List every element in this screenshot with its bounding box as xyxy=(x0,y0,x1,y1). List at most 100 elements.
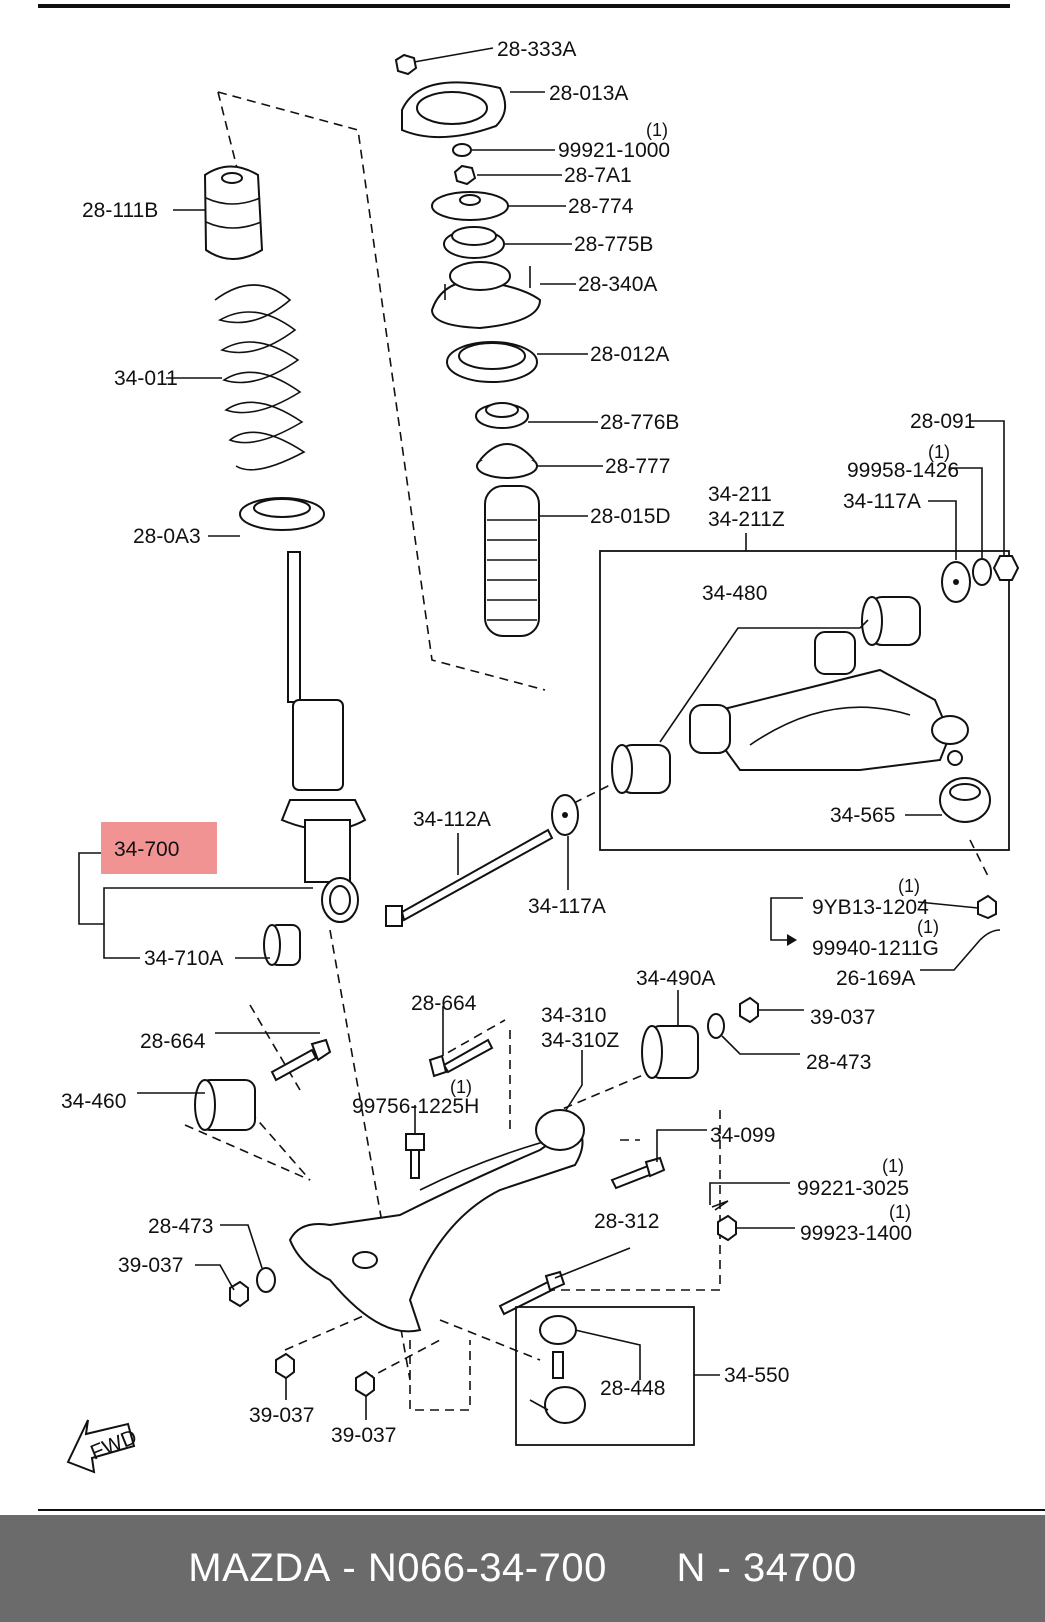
label-34-700: 34-700 xyxy=(114,838,179,861)
nut-39-037-bottom2-shape xyxy=(355,1370,375,1398)
label-28-775B: 28-775B xyxy=(574,233,653,256)
nut-28-091-shape xyxy=(992,555,1020,581)
nut-99923-1400-shape xyxy=(717,1214,737,1242)
boot-28-015D-shape xyxy=(484,485,540,637)
label-34-710A: 34-710A xyxy=(144,947,223,970)
mount-plate-28-013A-shape xyxy=(401,81,507,139)
label-99940-1211G: 99940-1211G xyxy=(812,937,939,960)
bolt-34-112A-shape xyxy=(385,828,554,927)
qty-99921-1000: (1) xyxy=(646,120,668,140)
label-28-774: 28-774 xyxy=(568,195,634,218)
qty-9YB13-1204: (1) xyxy=(898,876,920,896)
nut-9YB13-1204-shape xyxy=(977,894,997,920)
label-28-312: 28-312 xyxy=(594,1210,659,1233)
bushing-34-480-shapes xyxy=(611,596,921,794)
highlight-34-700 xyxy=(101,822,217,874)
caption-separator: - xyxy=(330,1546,368,1590)
shock-absorber-34-700-shape xyxy=(280,551,367,923)
pin-26-169A-shape xyxy=(979,929,1001,941)
label-34-480: 34-480 xyxy=(702,582,767,605)
label-28-013A: 28-013A xyxy=(549,82,628,105)
nut-28-333A-shape xyxy=(394,53,418,76)
bump-stop-28-111B-shape xyxy=(203,165,264,260)
seat-28-777-shape xyxy=(476,443,538,479)
nut-39-037-right-shape xyxy=(739,996,759,1024)
label-99756-1225H: 99756-1225H xyxy=(352,1095,479,1118)
label-34-117A-upper: 34-117A xyxy=(843,490,921,513)
caption-gap xyxy=(607,1546,677,1591)
bolt-34-099-shape xyxy=(610,1156,666,1190)
label-34-099: 34-099 xyxy=(710,1124,775,1147)
bolt-99756-1225H-shape xyxy=(405,1133,425,1179)
bushing-34-490A-shape xyxy=(641,1025,699,1079)
washer-28-473-right-shape xyxy=(707,1013,725,1039)
label-34-112A: 34-112A xyxy=(413,808,491,831)
caption-brand: MAZDA xyxy=(188,1546,331,1590)
bolt-28-664-left-shape xyxy=(270,1038,332,1082)
label-28-448: 28-448 xyxy=(600,1377,665,1400)
label-28-777: 28-777 xyxy=(605,455,670,478)
label-34-460: 34-460 xyxy=(61,1090,126,1113)
label-28-091: 28-091 xyxy=(910,410,975,433)
label-28-473-right: 28-473 xyxy=(806,1051,871,1074)
label-28-012A: 28-012A xyxy=(590,343,669,366)
upper-arm-kit-box xyxy=(599,550,1010,851)
caption-short-number: N - 34700 xyxy=(676,1546,857,1590)
bolt-28-664-top-shape xyxy=(428,1038,494,1078)
label-39-037-right: 39-037 xyxy=(810,1006,875,1029)
nut-39-037-left-shape xyxy=(229,1280,249,1308)
label-99923-1400: 99923-1400 xyxy=(800,1222,912,1245)
label-34-211Z: 34-211Z xyxy=(708,508,785,531)
part-caption-bar: MAZDA - N066-34-700 N - 34700 xyxy=(0,1515,1045,1622)
pin-99221-3025-shape xyxy=(711,1200,729,1211)
ball-joint-34-550-shape xyxy=(529,1315,586,1424)
label-99221-3025: 99221-3025 xyxy=(797,1177,909,1200)
fwd-arrow-icon: FWD xyxy=(66,1419,140,1474)
qty-99923-1400: (1) xyxy=(889,1202,911,1222)
insulator-28-012A-shape xyxy=(446,341,538,383)
washer-99958-1426-shape xyxy=(972,558,992,586)
label-28-111B: 28-111B xyxy=(82,199,158,222)
label-34-490A: 34-490A xyxy=(636,967,715,990)
label-28-333A: 28-333A xyxy=(497,38,576,61)
label-28-776B: 28-776B xyxy=(600,411,679,434)
bushing-34-460-shape xyxy=(194,1079,256,1131)
washer-28-473-left-shape xyxy=(256,1267,276,1293)
mount-28-340A-shape xyxy=(430,261,542,330)
coil-spring-34-011-shape xyxy=(214,284,306,471)
nut-99921-1000-shape xyxy=(452,143,472,157)
label-39-037-bottom2: 39-037 xyxy=(331,1424,396,1447)
label-28-473-left: 28-473 xyxy=(148,1215,213,1238)
boot-34-565-shape xyxy=(939,777,991,823)
qty-99756-1225H: (1) xyxy=(450,1077,472,1097)
label-34-310Z: 34-310Z xyxy=(541,1029,619,1052)
nut-39-037-bottom1-shape xyxy=(275,1352,295,1380)
label-34-310: 34-310 xyxy=(541,1004,606,1027)
label-28-0A3: 28-0A3 xyxy=(133,525,201,548)
bushing-34-710A-shape xyxy=(263,924,301,966)
label-39-037-bottom1: 39-037 xyxy=(249,1404,314,1427)
label-28-340A: 28-340A xyxy=(578,273,657,296)
upper-arm-34-211-shape xyxy=(698,668,969,771)
label-39-037-left: 39-037 xyxy=(118,1254,183,1277)
label-28-015D: 28-015D xyxy=(590,505,671,528)
label-99958-1426: 99958-1426 xyxy=(847,459,959,482)
bushing-28-776B-shape xyxy=(475,402,529,429)
label-34-550: 34-550 xyxy=(724,1364,789,1387)
caption-part-number: N066-34-700 xyxy=(367,1546,607,1590)
label-34-011: 34-011 xyxy=(114,367,178,390)
suspension-exploded-diagram: FWD xyxy=(38,4,1045,1511)
bushing-28-775B-shape xyxy=(443,226,505,259)
leader-lines xyxy=(78,47,1005,1420)
nut-28-7A1-shape xyxy=(453,164,477,186)
label-28-7A1: 28-7A1 xyxy=(564,164,632,187)
spring-seat-28-0A3-shape xyxy=(239,497,325,531)
label-9YB13-1204: 9YB13-1204 xyxy=(812,896,929,919)
qty-99940-1211G: (1) xyxy=(917,917,939,937)
washer-28-774-shape xyxy=(431,191,509,221)
washer-34-117A-upper-shape xyxy=(941,561,971,603)
label-28-664-left: 28-664 xyxy=(140,1030,206,1053)
qty-99958-1426: (1) xyxy=(928,442,950,462)
label-26-169A: 26-169A xyxy=(836,967,915,990)
washer-34-117A-lower-shape xyxy=(551,794,579,836)
